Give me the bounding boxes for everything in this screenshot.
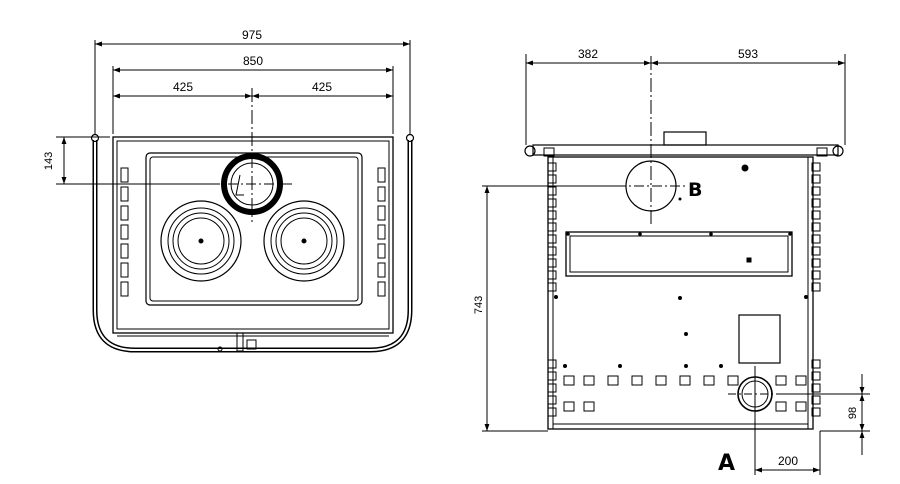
ash-door-panel (738, 314, 781, 364)
front-view (482, 54, 870, 475)
front-right-slots (811, 162, 821, 417)
outlet-b-marker-dot (678, 197, 682, 201)
left-rail-knob (524, 145, 536, 157)
dim-200-label: 200 (778, 454, 798, 468)
left-vent-slots (120, 167, 129, 297)
top-view (56, 40, 415, 353)
hotplate-left (160, 200, 242, 282)
dim-975-label: 975 (242, 28, 262, 42)
dim-143-label: 143 (43, 152, 55, 170)
front-left-slots (547, 162, 557, 417)
outlet-b-label: B (688, 179, 702, 201)
right-rail-knob (832, 145, 844, 157)
top-flue-collar (210, 153, 292, 215)
outlet-a-label: A (718, 451, 735, 476)
dim-425-right-label: 425 (312, 80, 332, 94)
hotplate-right (263, 200, 345, 282)
bottom-vent-row (563, 375, 807, 412)
top-view-body (112, 136, 394, 334)
dim-743-label: 743 (473, 296, 485, 314)
dim-382-label: 382 (578, 47, 598, 61)
oven-door-panel (565, 231, 793, 277)
dim-850-label: 850 (243, 54, 263, 68)
right-vent-slots (377, 167, 386, 297)
dim-425-left-label: 425 (173, 80, 193, 94)
cooking-plate (145, 152, 363, 306)
dim-98-label: 98 (847, 407, 859, 419)
dim-593-label: 593 (738, 47, 758, 61)
